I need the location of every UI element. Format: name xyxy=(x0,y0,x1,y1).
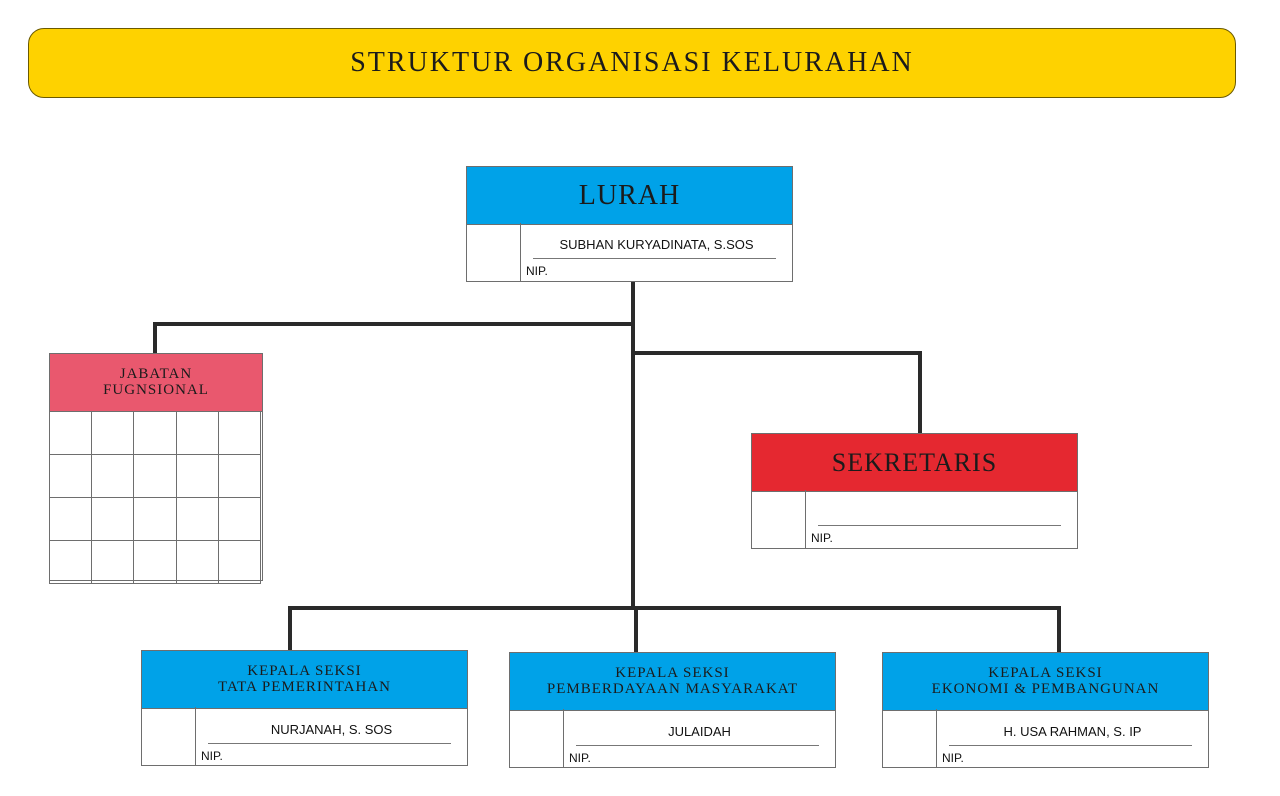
lurah-title: LURAH xyxy=(578,179,681,211)
seksi-photo-placeholder xyxy=(142,707,196,765)
seksi-header: KEPALA SEKSI TATA PEMERINTAHAN xyxy=(142,651,467,709)
seksi-title-line2: PEMBERDAYAAN MASYARAKAT xyxy=(546,680,799,697)
jabatan-header: JABATAN FUGNSIONAL xyxy=(50,354,262,412)
seksi-title-line1: KEPALA SEKSI xyxy=(247,662,362,679)
connector-jabatan xyxy=(153,322,633,354)
grid-cell xyxy=(48,454,93,498)
seksi-name-underline xyxy=(949,745,1192,746)
seksi-name-underline xyxy=(576,745,819,746)
jabatan-title-line2: FUGNSIONAL xyxy=(103,381,209,398)
lurah-name: SUBHAN KURYADINATA, S.SOS xyxy=(559,237,754,252)
grid-cell xyxy=(91,454,135,498)
connector-sekretaris xyxy=(633,351,922,434)
grid-cell xyxy=(217,411,262,455)
jabatan-title-line1: JABATAN xyxy=(119,365,193,382)
grid-cell xyxy=(175,540,219,584)
seksi-tata-pemerintahan-box: KEPALA SEKSI TATA PEMERINTAHAN NURJANAH,… xyxy=(141,650,468,766)
lurah-photo-placeholder xyxy=(467,223,521,281)
seksi-name: JULAIDAH xyxy=(668,724,731,739)
seksi-photo-placeholder xyxy=(883,709,937,767)
jabatan-fungsional-box: JABATAN FUGNSIONAL xyxy=(48,353,263,584)
seksi-photo-placeholder xyxy=(510,709,564,767)
seksi-header: KEPALA SEKSI EKONOMI & PEMBANGUNAN xyxy=(883,653,1208,711)
seksi-name-underline xyxy=(208,743,451,744)
lurah-header: LURAH xyxy=(467,167,792,225)
grid-cell xyxy=(133,540,177,584)
seksi-nip: NIP. xyxy=(201,749,223,763)
grid-cell xyxy=(217,540,262,584)
title-banner: STRUKTUR ORGANISASI KELURAHAN xyxy=(28,28,1236,98)
seksi-ekonomi-pembangunan-box: KEPALA SEKSI EKONOMI & PEMBANGUNAN H. US… xyxy=(882,652,1209,768)
seksi-title-line1: KEPALA SEKSI xyxy=(615,664,730,681)
sekretaris-name-underline xyxy=(818,525,1061,526)
grid-cell xyxy=(91,540,135,584)
grid-cell xyxy=(48,540,93,584)
seksi-title-line1: KEPALA SEKSI xyxy=(988,664,1103,681)
grid-cell xyxy=(133,411,177,455)
seksi-nip: NIP. xyxy=(942,751,964,765)
grid-cell xyxy=(48,497,93,541)
grid-cell xyxy=(175,454,219,498)
seksi-pemberdayaan-masyarakat-box: KEPALA SEKSI PEMBERDAYAAN MASYARAKAT JUL… xyxy=(509,652,836,768)
grid-cell xyxy=(133,454,177,498)
jabatan-grid xyxy=(48,411,262,584)
grid-cell xyxy=(91,411,135,455)
lurah-nip: NIP. xyxy=(526,264,548,278)
sekretaris-photo-placeholder xyxy=(752,490,806,548)
seksi-header: KEPALA SEKSI PEMBERDAYAAN MASYARAKAT xyxy=(510,653,835,711)
seksi-name: H. USA RAHMAN, S. IP xyxy=(1003,724,1142,739)
page-title: STRUKTUR ORGANISASI KELURAHAN xyxy=(350,47,914,78)
seksi-title-line2: EKONOMI & PEMBANGUNAN xyxy=(931,680,1160,697)
lurah-name-underline xyxy=(533,258,776,259)
sekretaris-box: SEKRETARIS NIP. xyxy=(751,433,1078,549)
grid-cell xyxy=(91,497,135,541)
grid-cell xyxy=(217,497,262,541)
grid-cell xyxy=(133,497,177,541)
lurah-box: LURAH SUBHAN KURYADINATA, S.SOS NIP. xyxy=(466,166,793,282)
sekretaris-header: SEKRETARIS xyxy=(752,434,1077,492)
connector-seksi-bus xyxy=(288,606,1061,652)
grid-cell xyxy=(48,411,93,455)
sekretaris-nip: NIP. xyxy=(811,531,833,545)
sekretaris-title: SEKRETARIS xyxy=(831,447,998,477)
grid-cell xyxy=(175,497,219,541)
seksi-title-line2: TATA PEMERINTAHAN xyxy=(218,678,391,695)
seksi-name: NURJANAH, S. SOS xyxy=(270,722,393,737)
seksi-nip: NIP. xyxy=(569,751,591,765)
grid-cell xyxy=(175,411,219,455)
grid-cell xyxy=(217,454,262,498)
